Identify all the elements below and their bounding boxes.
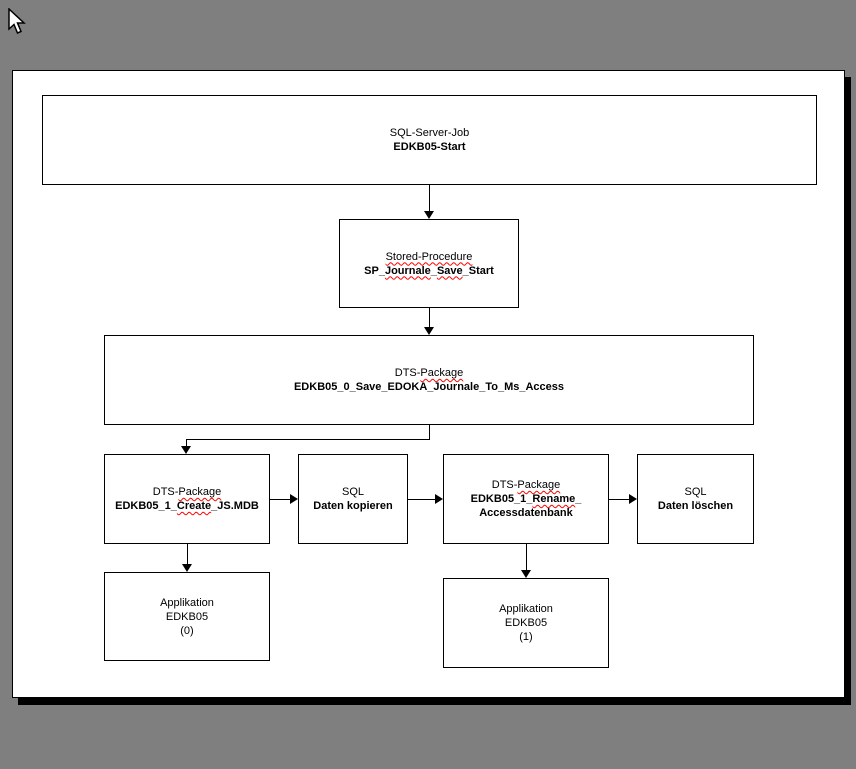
node-type-label: SQL (684, 486, 707, 498)
node-type-label: DTS-Package (394, 367, 464, 379)
connector-create-to-app0 (187, 544, 188, 564)
node-line3: (0) (180, 624, 194, 637)
arrowhead-right-icon (629, 494, 637, 504)
node-name-label: Daten löschen (657, 500, 734, 512)
node-line3: (1) (519, 631, 533, 643)
node-name-label-2: Accessdatenbank (479, 507, 573, 519)
node-type-label: DTS-Package (491, 479, 561, 491)
node-sql-daten-kopieren[interactable]: SQL Daten kopieren (298, 454, 408, 544)
connector-dts0-elbow-drop (186, 439, 187, 446)
connector-job-to-procedure (429, 185, 430, 211)
node-line2: EDKB05 (165, 610, 209, 623)
node-applikation-1[interactable]: Applikation EDKB05 (1) (443, 578, 609, 668)
node-dts-package-rename[interactable]: DTS-Package EDKB05_1_Rename_ Accessdaten… (443, 454, 609, 544)
node-line1: Applikation (499, 603, 553, 615)
connector-procedure-to-dts0 (429, 308, 430, 327)
connector-rename-to-loeschen (609, 499, 629, 500)
node-name-label: EDKB05_0_Save_EDOKA_Journale_To_Ms_Acces… (293, 381, 565, 393)
node-sql-server-job[interactable]: SQL-Server-Job EDKB05-Start (42, 95, 817, 185)
node-name-label: EDKB05_1_Rename_ (470, 493, 582, 505)
node-name-label: EDKB05_1_Create_JS.MDB (115, 500, 259, 512)
node-line1: Applikation (160, 596, 214, 609)
node-applikation-0[interactable]: Applikation EDKB05 (0) (104, 572, 270, 661)
connector-create-to-kopieren (270, 499, 290, 500)
node-dts-package-save[interactable]: DTS-Package EDKB05_0_Save_EDOKA_Journale… (104, 335, 754, 425)
node-type-label: Stored-Procedure (385, 250, 473, 263)
document-page: SQL-Server-Job EDKB05-Start Stored-Proce… (12, 70, 845, 698)
node-type-label: SQL-Server-Job (389, 127, 470, 139)
node-line2: EDKB05 (504, 617, 548, 629)
arrowhead-right-icon (290, 494, 298, 504)
arrowhead-down-icon (424, 327, 434, 335)
node-name-label: EDKB05-Start (393, 141, 466, 153)
node-type-label: SQL (341, 486, 364, 498)
node-name-label: Daten kopieren (313, 500, 393, 512)
arrow-cursor-icon (8, 8, 26, 34)
arrowhead-down-icon (521, 570, 531, 578)
node-name-label: SP_Journale_Save_Start (364, 264, 494, 277)
connector-kopieren-to-rename (408, 499, 435, 500)
node-type-label: DTS-Package (152, 486, 222, 498)
node-stored-procedure[interactable]: Stored-Procedure SP_Journale_Save_Start (339, 219, 519, 308)
arrowhead-right-icon (435, 494, 443, 504)
connector-rename-to-app1 (526, 544, 527, 570)
node-dts-package-create[interactable]: DTS-Package EDKB05_1_Create_JS.MDB (104, 454, 270, 544)
connector-dts0-elbow-down (429, 425, 430, 440)
arrowhead-down-icon (182, 564, 192, 572)
node-sql-daten-loeschen[interactable]: SQL Daten löschen (637, 454, 754, 544)
arrowhead-down-icon (424, 211, 434, 219)
arrowhead-down-icon (181, 446, 191, 454)
connector-dts0-elbow-across (186, 439, 430, 440)
